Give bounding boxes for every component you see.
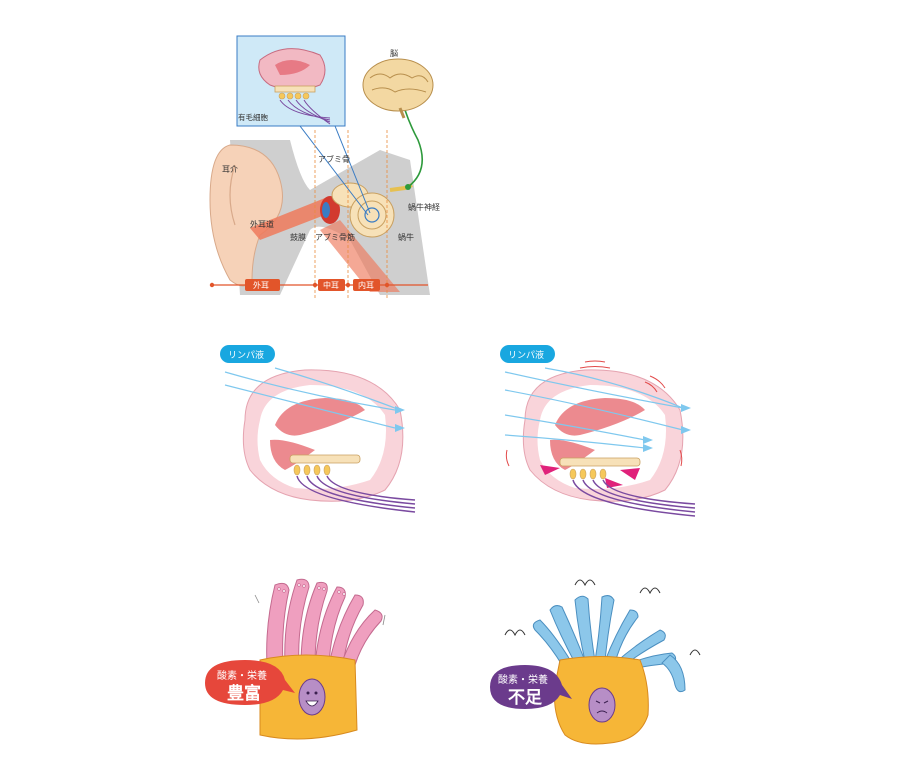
label-outer-canal: 外耳道	[250, 219, 274, 229]
ear-anatomy-diagram: 有毛細胞 脳 耳介 外耳道 アブミ骨 鼓膜 アブミ骨筋 蝸牛 蝸牛神経 外耳 中…	[209, 35, 440, 298]
cochlea-damaged-panel: リンパ液	[500, 345, 696, 517]
speech-bubble-deficient	[490, 665, 572, 709]
tentacles-blue	[532, 595, 677, 670]
label-eardrum: 鼓膜	[290, 232, 306, 242]
zone-inner-ear: 内耳	[358, 280, 374, 290]
zone-outer-ear: 外耳	[253, 280, 269, 290]
label-stirrup-muscle: アブミ骨筋	[315, 232, 355, 242]
brain-icon	[362, 58, 434, 119]
anemone-deficient: 酸素・栄養 不足	[490, 579, 701, 745]
zone-middle-ear: 中耳	[323, 280, 339, 290]
label-nerve: 蝸牛神経	[408, 202, 440, 212]
label-hair-cell: 有毛細胞	[238, 112, 268, 122]
cochlea-spiral	[349, 192, 395, 238]
anemone-healthy-face	[298, 678, 326, 716]
lymph-label-damaged: リンパ液	[508, 349, 544, 361]
label-stirrup-bone: アブミ骨	[318, 154, 350, 164]
bubble-deficient-line2: 不足	[508, 688, 542, 708]
label-cochlea: 蝸牛	[398, 232, 414, 242]
label-brain: 脳	[390, 48, 398, 58]
bubble-deficient-line1: 酸素・栄養	[498, 673, 548, 686]
cochlea-normal-panel: リンパ液	[220, 345, 416, 513]
tentacles-pink	[266, 578, 383, 666]
speech-bubble-healthy	[205, 660, 295, 705]
bubble-healthy-line2: 豊富	[227, 683, 261, 704]
bubble-healthy-line1: 酸素・栄養	[217, 669, 267, 682]
anemone-healthy: 酸素・栄養 豊富	[205, 578, 386, 740]
label-auricle: 耳介	[222, 165, 238, 174]
lymph-label-normal: リンパ液	[228, 349, 264, 361]
anemone-tired-face	[588, 687, 616, 723]
